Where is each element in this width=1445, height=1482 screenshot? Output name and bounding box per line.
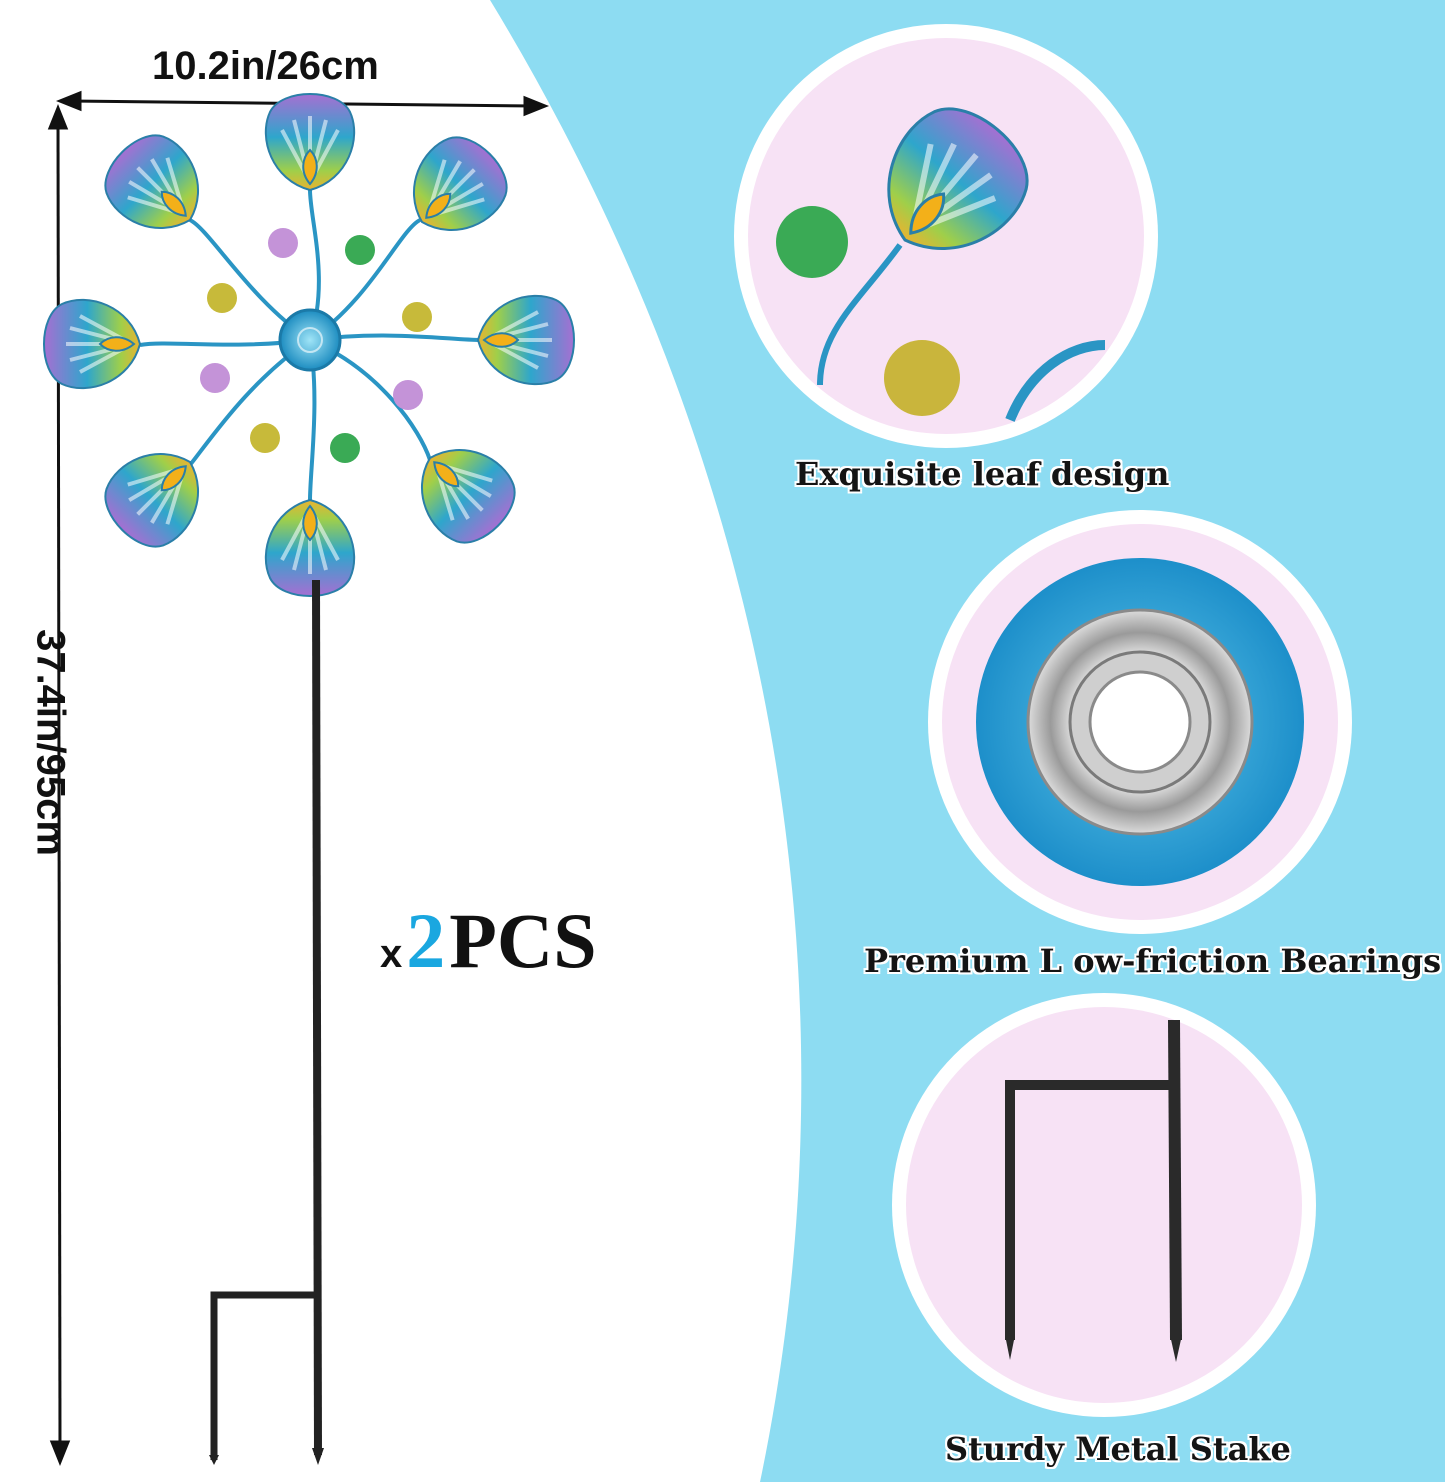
wind-spinner [42, 92, 576, 598]
quantity-unit: PCS [449, 897, 597, 984]
stake [210, 579, 322, 1460]
quantity-prefix: x [380, 932, 403, 976]
leaf-detail-photo [734, 24, 1158, 448]
height-dimension-label: 37.4in/95cm [28, 629, 73, 856]
feature-caption-stake: Sturdy Metal Stake [945, 1430, 1291, 1468]
quantity-label: x 2 PCS [380, 896, 597, 986]
bearing-detail-photo [928, 510, 1352, 934]
width-dimension-label: 10.2in/26cm [152, 44, 379, 88]
feature-caption-bearings: Premium L ow-friction Bearings [864, 942, 1442, 980]
quantity-number: 2 [406, 897, 446, 984]
stake-detail-photo [892, 993, 1316, 1417]
feature-caption-leaf: Exquisite leaf design [795, 455, 1170, 493]
